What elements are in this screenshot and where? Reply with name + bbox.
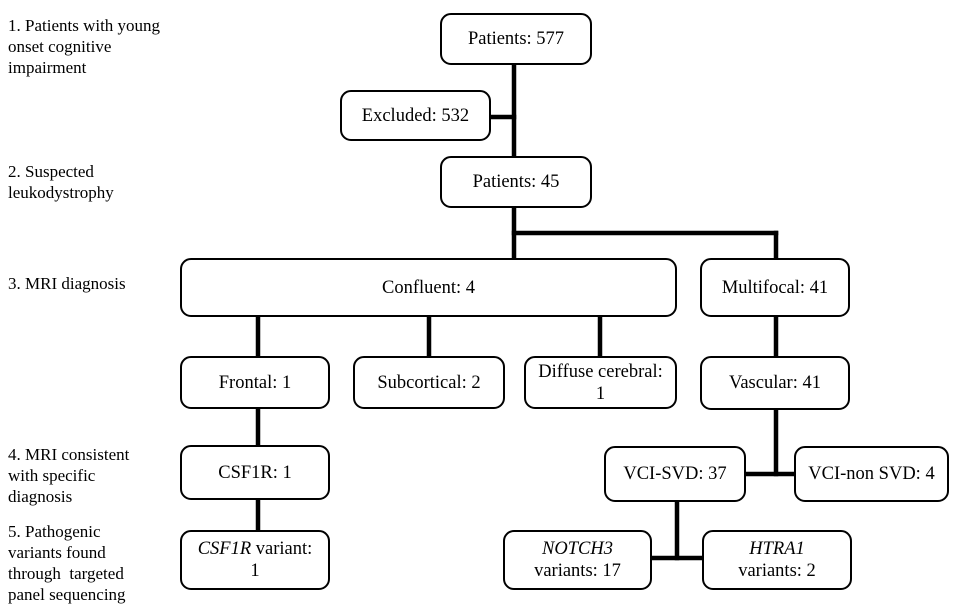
box-text: Excluded: 532 <box>361 105 470 126</box>
gene-name: NOTCH3 <box>542 539 613 559</box>
box-text: Patients: 577 <box>467 29 565 49</box>
box-text: 1 <box>250 561 260 581</box>
step-4-label: 4. MRI consistent with specific diagnosi… <box>8 444 129 507</box>
multifocal-box: Multifocal: 41 <box>700 258 850 317</box>
box-text: 1 <box>595 383 606 404</box>
box-text: Frontal: 1 <box>218 372 292 393</box>
box-text: CSF1R: 1 <box>218 462 292 483</box>
gene-name: HTRA1 <box>749 539 805 559</box>
step-3-label: 3. MRI diagnosis <box>8 273 126 294</box>
box-text: Subcortical: 2 <box>377 372 481 393</box>
box-text: Multifocal: 41 <box>721 277 829 298</box>
box-text: Confluent: 4 <box>381 277 475 298</box>
box-text: Diffuse cerebral: <box>538 361 663 382</box>
step-2-line: 2. Suspected <box>8 162 94 181</box>
patients-45-box: Patients: 45 <box>440 156 592 208</box>
csf1r-box: CSF1R: 1 <box>180 445 330 500</box>
vci-svd-box: VCI-SVD: 37 <box>604 446 746 502</box>
step-2-line: leukodystrophy <box>8 183 114 202</box>
step-1-line: impairment <box>8 58 87 77</box>
box-text: variants: 2 <box>738 561 816 581</box>
box-text: variant: <box>251 539 313 559</box>
box-text: CSF1R variant: <box>198 538 313 560</box>
step-4-line: 4. MRI consistent <box>8 445 130 464</box>
step-1-line: 1. Patients with young <box>8 16 161 35</box>
htra1-variants-box: HTRA1 variants: 2 <box>702 530 852 590</box>
step-5-label: 5. Pathogenic variants found through tar… <box>8 521 126 605</box>
subcortical-box: Subcortical: 2 <box>353 356 505 409</box>
box-text: VCI-non SVD: 4 <box>808 464 935 484</box>
vci-non-svd-box: VCI-non SVD: 4 <box>794 446 949 502</box>
step-1-label: 1. Patients with young onset cognitive i… <box>8 15 160 78</box>
step-2-label: 2. Suspected leukodystrophy <box>8 161 114 203</box>
box-text: VCI-SVD: 37 <box>623 464 727 484</box>
step-4-line: with specific <box>8 466 96 485</box>
step-3-line: 3. MRI diagnosis <box>8 274 126 293</box>
patients-577-box: Patients: 577 <box>440 13 592 65</box>
step-5-line: variants found <box>8 543 106 562</box>
frontal-box: Frontal: 1 <box>180 356 330 409</box>
step-1-line: onset cognitive <box>8 37 112 56</box>
step-5-line: through targeted <box>8 564 124 583</box>
vascular-box: Vascular: 41 <box>700 356 850 410</box>
diffuse-cerebral-box: Diffuse cerebral: 1 <box>524 356 677 409</box>
step-4-line: diagnosis <box>8 487 73 506</box>
box-text: variants: 17 <box>534 561 621 581</box>
step-5-line: panel sequencing <box>8 585 126 604</box>
box-text: Vascular: 41 <box>729 373 821 393</box>
step-5-line: 5. Pathogenic <box>8 522 101 541</box>
box-text: Patients: 45 <box>472 172 560 192</box>
gene-name: CSF1R <box>197 539 252 559</box>
confluent-box: Confluent: 4 <box>180 258 677 317</box>
csf1r-variant-box: CSF1R variant: 1 <box>180 530 330 590</box>
excluded-532-box: Excluded: 532 <box>340 90 491 141</box>
notch3-variants-box: NOTCH3 variants: 17 <box>503 530 652 590</box>
